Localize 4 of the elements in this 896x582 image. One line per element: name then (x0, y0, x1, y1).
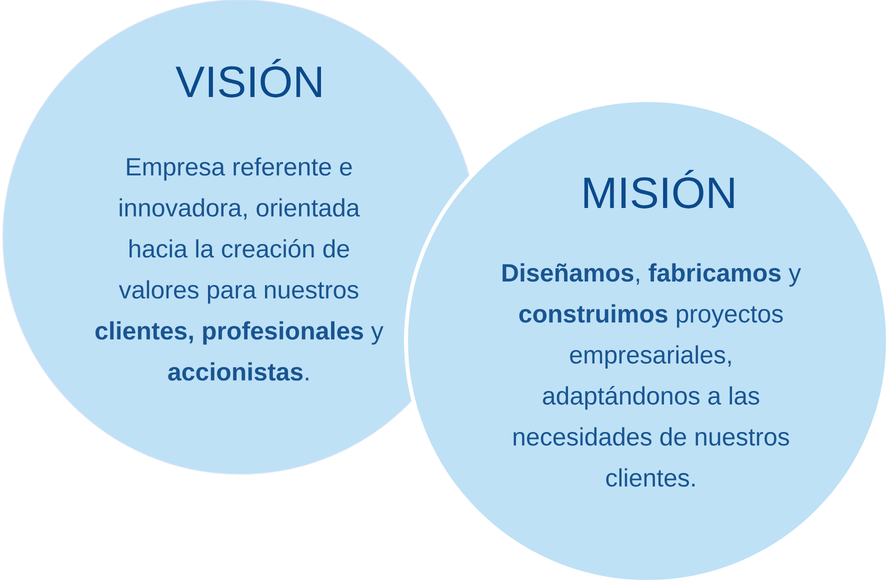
circle-text: Empresa referente e innovadora, orientada hacia la creación de valores para nuestros clientes, profesionales y accionistas. (96, 157, 384, 381)
circle-title: VISIÓN (176, 58, 321, 98)
circle-title: MISIÓN (584, 170, 734, 208)
circle-text: Diseñamos, fabricamos y construimos proyectos empresariales, adaptándonos a las necesidades de nuestros clientes. (502, 263, 802, 487)
